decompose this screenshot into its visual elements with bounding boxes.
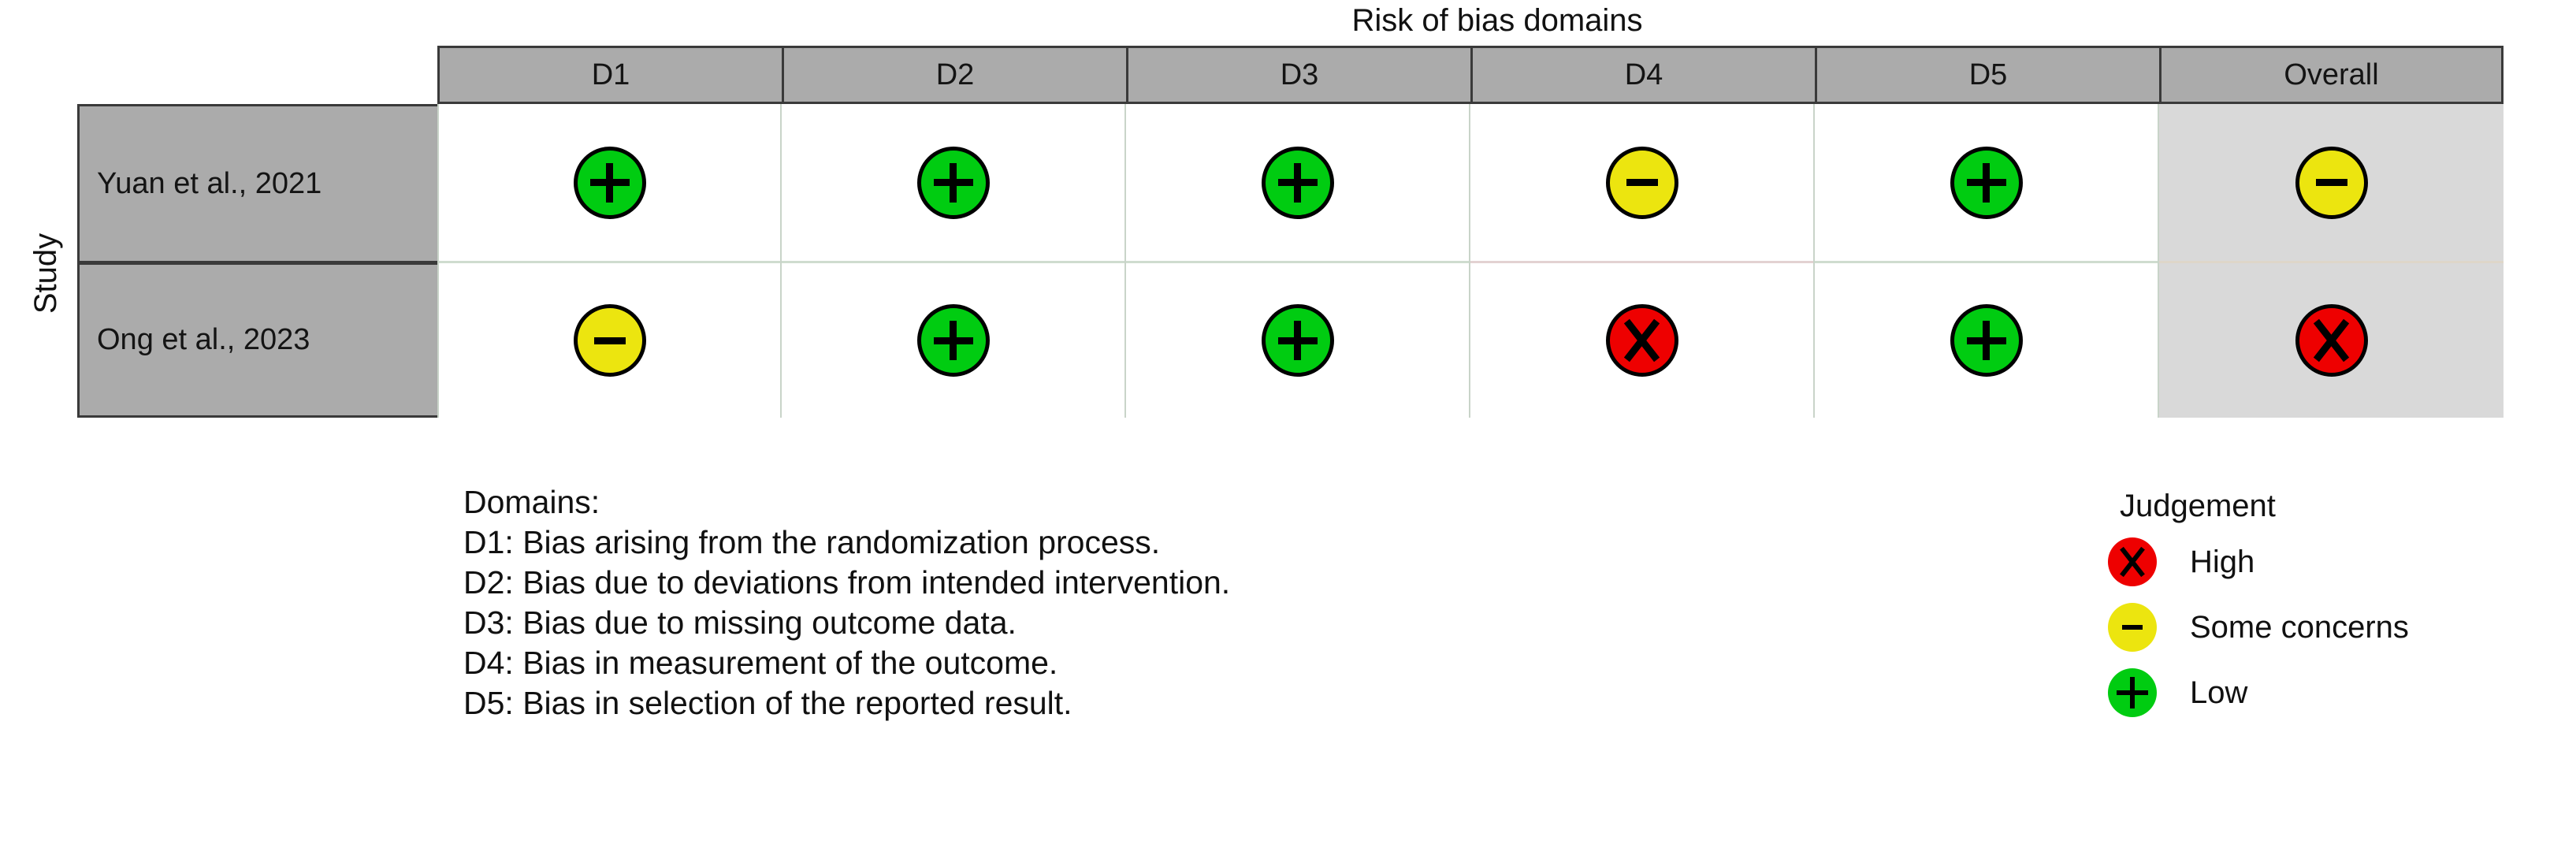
domains-legend-text: Domains: D1: Bias arising from the random… <box>463 482 1230 723</box>
legend-item: Some concerns <box>2100 598 2573 656</box>
judgement-some-icon <box>573 304 646 377</box>
judgement-high-icon <box>1605 304 1678 377</box>
column-header-overall: Overall <box>2159 46 2504 104</box>
domain-description: D3: Bias due to missing outcome data. <box>463 604 1017 641</box>
judgement-column-d2 <box>782 104 1126 418</box>
legend-high-icon <box>2108 537 2157 586</box>
legend-item-label: Some concerns <box>2190 609 2409 645</box>
judgement-high-icon <box>2295 304 2368 377</box>
judgement-some-icon <box>2295 146 2368 219</box>
legend-low-icon <box>2108 667 2157 717</box>
judgement-low-icon <box>1950 146 2023 219</box>
judgement-column-d5 <box>1815 104 2159 418</box>
judgement-cell[interactable] <box>439 104 780 261</box>
judgement-low-icon <box>916 304 990 377</box>
domain-description: D5: Bias in selection of the reported re… <box>463 685 1072 721</box>
domain-description: D1: Bias arising from the randomization … <box>463 524 1161 560</box>
judgement-low-icon <box>1261 304 1334 377</box>
judgement-cell[interactable] <box>2159 104 2504 261</box>
legend-item: Low <box>2100 664 2573 721</box>
legend-item-label: Low <box>2190 675 2248 710</box>
judgement-cell[interactable] <box>1815 104 2158 261</box>
column-header-d3: D3 <box>1126 46 1470 104</box>
legend-item-label: High <box>2190 544 2255 579</box>
judgement-column-d3 <box>1126 104 1470 418</box>
judgement-low-icon <box>916 146 990 219</box>
column-header-d2: D2 <box>782 46 1126 104</box>
judgement-cell[interactable] <box>782 104 1124 261</box>
judgement-cell[interactable] <box>2159 261 2504 418</box>
judgement-cell[interactable] <box>782 261 1124 418</box>
judgement-cell[interactable] <box>1470 104 1813 261</box>
legend-some-icon <box>2108 602 2157 652</box>
judgement-cell[interactable] <box>1470 261 1813 418</box>
judgement-cell[interactable] <box>1815 261 2158 418</box>
judgement-low-icon <box>1950 304 2023 377</box>
study-label: Yuan et al., 2021 <box>80 106 437 261</box>
domains-heading: Domains: <box>463 484 600 520</box>
judgement-cell[interactable] <box>1126 261 1469 418</box>
legend-title: Judgement <box>2120 489 2276 523</box>
column-header-d4: D4 <box>1470 46 1815 104</box>
domain-description: D2: Bias due to deviations from intended… <box>463 564 1231 601</box>
judgement-grid <box>437 104 2504 418</box>
judgement-column-d1 <box>437 104 782 418</box>
judgement-cell[interactable] <box>1126 104 1469 261</box>
column-header-d1: D1 <box>437 46 782 104</box>
judgement-low-icon <box>1261 146 1334 219</box>
judgement-column-d4 <box>1470 104 1815 418</box>
judgement-column-overall <box>2159 104 2504 418</box>
page-title: Risk of bias domains <box>1351 3 1643 38</box>
column-header-d5: D5 <box>1815 46 2159 104</box>
judgement-low-icon <box>573 146 646 219</box>
domain-description: D4: Bias in measurement of the outcome. <box>463 645 1058 681</box>
y-axis-label: Study <box>28 232 63 314</box>
judgement-some-icon <box>1605 146 1678 219</box>
judgement-cell[interactable] <box>439 261 780 418</box>
study-label: Ong et al., 2023 <box>80 261 437 415</box>
legend-item: High <box>2100 533 2573 590</box>
